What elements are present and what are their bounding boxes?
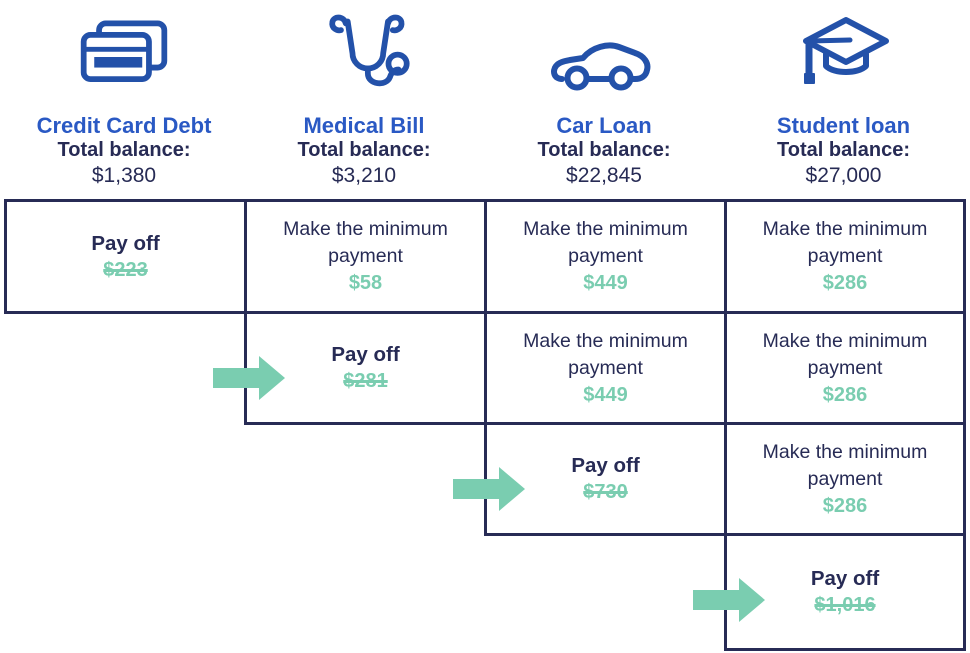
- arrow-icon: [453, 466, 526, 512]
- graduation-cap-icon: [794, 6, 894, 108]
- car-icon: [548, 6, 660, 108]
- stethoscope-icon: [316, 6, 412, 108]
- balance-label: Total balance:: [537, 139, 671, 161]
- payment-amount: $286: [822, 272, 868, 294]
- payment-instruction: Make the minimum payment: [762, 329, 928, 379]
- payment-amount: $730: [583, 481, 628, 503]
- credit-card-icon: [76, 6, 172, 108]
- payment-amount: $449: [583, 272, 628, 294]
- payment-instruction: Make the minimum payment: [283, 218, 448, 267]
- payment-instruction: Make the minimum payment: [523, 329, 688, 379]
- payment-instruction: Make the minimum payment: [523, 218, 688, 267]
- payment-instruction: Pay off: [331, 343, 400, 366]
- debt-title: Car Loan: [556, 113, 652, 138]
- debt-title: Student loan: [776, 113, 911, 138]
- payment-instruction: Pay off: [810, 567, 880, 590]
- debt-title: Medical Bill: [303, 113, 425, 138]
- arrow-icon: [693, 577, 766, 623]
- debt-column-car-loan: Car Loan Total balance: $22,845: [484, 0, 724, 197]
- payment-instruction: Make the minimum payment: [762, 440, 928, 490]
- payment-cell-row1-col2: Make the minimum payment $58: [244, 199, 487, 314]
- payment-amount: $223: [103, 258, 148, 281]
- payment-cell-row2-col3: Make the minimum payment $449: [484, 311, 727, 425]
- debt-title: Credit Card Debt: [36, 113, 212, 138]
- payment-cell-row3-col3: Pay off $730: [484, 422, 727, 536]
- debt-column-credit-card: Credit Card Debt Total balance: $1,380: [4, 0, 244, 197]
- arrow-icon: [213, 355, 286, 401]
- payment-cell-row3-col4: Make the minimum payment $286: [724, 422, 966, 536]
- debt-column-medical-bill: Medical Bill Total balance: $3,210: [244, 0, 484, 197]
- balance-amount: $22,845: [566, 164, 642, 187]
- payment-amount: $449: [583, 383, 628, 406]
- payment-instruction: Pay off: [91, 231, 160, 255]
- payment-cell-row1-col1: Pay off $223: [4, 199, 247, 314]
- payment-amount: $286: [822, 383, 868, 406]
- payment-amount: $1,016: [814, 594, 876, 616]
- balance-label: Total balance:: [297, 139, 431, 161]
- payment-cell-row1-col4: Make the minimum payment $286: [724, 199, 966, 314]
- payment-instruction: Pay off: [571, 454, 640, 477]
- payment-amount: $286: [822, 494, 868, 517]
- payment-amount: $281: [343, 370, 388, 392]
- payment-instruction: Make the minimum payment: [762, 218, 928, 267]
- payment-cell-row1-col3: Make the minimum payment $449: [484, 199, 727, 314]
- balance-amount: $3,210: [331, 164, 397, 187]
- balance-label: Total balance:: [57, 139, 191, 161]
- payment-cell-row2-col4: Make the minimum payment $286: [724, 311, 966, 425]
- payment-amount: $58: [348, 272, 383, 294]
- balance-amount: $1,380: [91, 164, 157, 187]
- debt-column-student-loan: Student loan Total balance: $27,000: [724, 0, 963, 197]
- balance-label: Total balance:: [777, 139, 910, 161]
- balance-amount: $27,000: [805, 164, 882, 187]
